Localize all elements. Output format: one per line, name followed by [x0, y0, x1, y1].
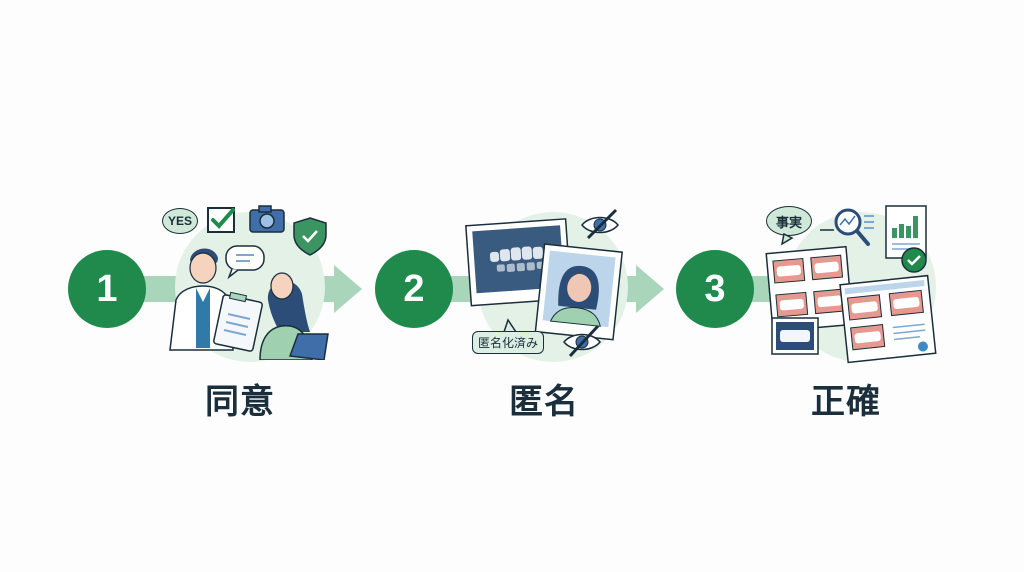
eye-slash-icon-top	[581, 208, 619, 240]
magnifier-chart-icon	[820, 208, 874, 246]
yes-text: YES	[167, 214, 192, 228]
anonymize-scene-svg	[465, 208, 624, 358]
anonymized-tag: 匿名化済み	[472, 331, 545, 354]
consent-scene-svg	[169, 205, 329, 360]
blurred-face-photo	[534, 243, 624, 341]
clipboard-icon	[213, 291, 263, 352]
step-3-label: 正確	[811, 382, 881, 422]
checkbox-check-icon	[207, 207, 235, 233]
fact-text: 事実	[775, 215, 802, 231]
anonymized-tag-text: 匿名化済み	[478, 336, 539, 350]
check-circle-icon	[901, 247, 927, 273]
fact-speech-bubble: 事実	[766, 206, 812, 236]
accuracy-scene-svg	[765, 205, 937, 364]
shield-check-icon	[293, 217, 327, 256]
step-2-label: 匿名	[509, 382, 579, 422]
dental-xray-small	[771, 317, 819, 355]
step-2-number: 2	[403, 267, 425, 310]
camera-icon	[249, 205, 285, 233]
step-2-circle: 2	[375, 250, 453, 328]
step-1-circle: 1	[68, 250, 146, 328]
patient-figure	[259, 272, 329, 360]
arrow-2-to-3	[636, 265, 664, 313]
step-3-illustration: 事実	[760, 200, 940, 365]
step-1-illustration: YES	[160, 200, 330, 360]
before-after-sheet-right	[839, 274, 937, 364]
eye-slash-icon-bottom	[563, 324, 601, 358]
yes-speech-bubble: YES	[162, 208, 198, 234]
step-3-circle: 3	[676, 250, 754, 328]
arrow-1-to-2	[334, 265, 362, 313]
speech-bubble-icon	[225, 245, 265, 280]
step-2-illustration: 匿名化済み	[462, 200, 642, 365]
step-3-number: 3	[704, 267, 726, 310]
step-1-label: 同意	[205, 382, 275, 422]
step-1-number: 1	[96, 267, 118, 310]
